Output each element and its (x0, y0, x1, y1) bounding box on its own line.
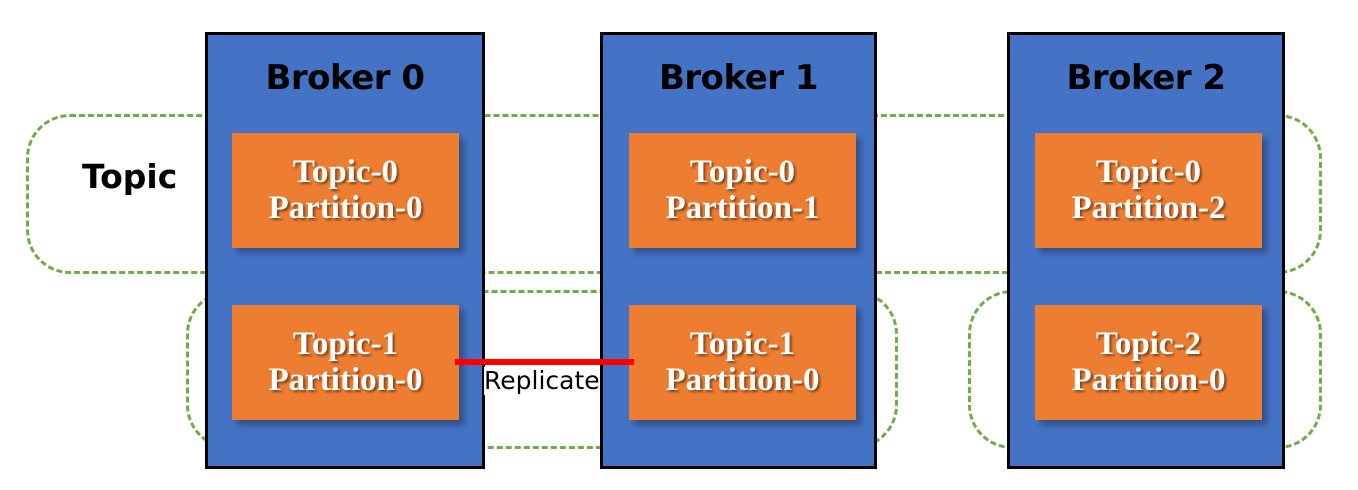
broker-2-partition-topic-2-partition-0[interactable]: Topic-2 Partition-0 (1035, 305, 1262, 420)
partition-topic-label: Topic-1 (689, 325, 796, 362)
partition-partition-label: Partition-0 (268, 361, 423, 398)
partition-topic-label: Topic-0 (689, 153, 796, 190)
partition-partition-label: Partition-0 (665, 361, 820, 398)
topic-group-topic-1 (186, 290, 898, 449)
broker-2-partition-topic-0-partition-2[interactable]: Topic-0 Partition-2 (1035, 133, 1262, 248)
broker-1-title: Broker 1 (658, 58, 819, 98)
partition-partition-label: Partition-0 (268, 189, 423, 226)
broker-1-partition-topic-1-partition-0[interactable]: Topic-1 Partition-0 (629, 305, 856, 420)
replicate-connector-line (455, 359, 634, 365)
broker-1-partition-topic-0-partition-1[interactable]: Topic-0 Partition-1 (629, 133, 856, 248)
partition-topic-label: Topic-0 (292, 153, 399, 190)
broker-0-partition-topic-1-partition-0[interactable]: Topic-1 Partition-0 (232, 305, 459, 420)
partition-partition-label: Partition-2 (1071, 189, 1226, 226)
broker-0-title: Broker 0 (265, 58, 425, 98)
broker-2-title: Broker 2 (1066, 58, 1226, 98)
broker-0-partition-topic-0-partition-0[interactable]: Topic-0 Partition-0 (232, 133, 459, 248)
partition-topic-label: Topic-2 (1095, 325, 1202, 362)
replicate-connector-label: Replicate (484, 366, 600, 395)
topic-label: Topic (82, 157, 178, 196)
partition-topic-label: Topic-0 (1095, 153, 1202, 190)
partition-partition-label: Partition-0 (1071, 361, 1226, 398)
partition-partition-label: Partition-1 (665, 189, 820, 226)
partition-topic-label: Topic-1 (292, 325, 399, 362)
